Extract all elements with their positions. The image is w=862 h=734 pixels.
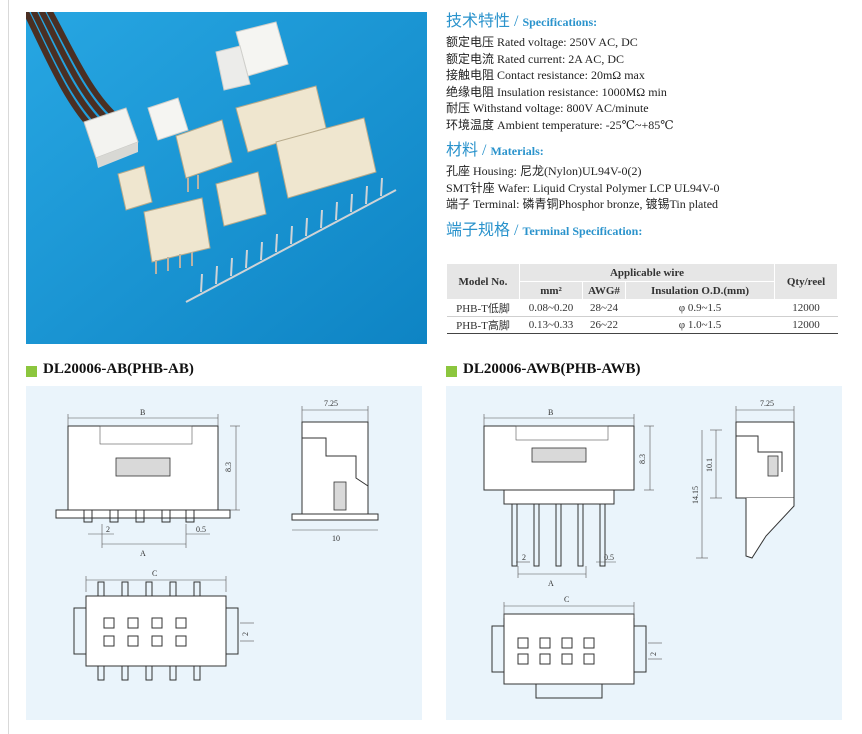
bottom-view: C 2 xyxy=(491,595,662,699)
dim-label: 7.25 xyxy=(760,399,774,408)
right-technical-drawing: B 8.3 A 2 0.5 7.25 10.1 14.15 xyxy=(483,399,795,699)
terminal-heading-cn: 端子规格 / xyxy=(446,221,523,239)
spec-line: 绝缘电阻 Insulation resistance: 1000MΩ min xyxy=(446,84,667,99)
cell-insulation: φ 0.9~1.5 xyxy=(625,299,775,317)
col-awg: AWG# xyxy=(582,281,626,300)
dim-label: 10.1 xyxy=(705,458,714,472)
table-row: PHB-T低脚 0.08~0.20 28~24 φ 0.9~1.5 12000 xyxy=(446,299,838,317)
product-photo-art xyxy=(26,12,427,344)
left-drawing-title: DL20006-AB(PHB-AB) xyxy=(43,361,194,377)
materials-heading-en: Materials: xyxy=(490,144,544,158)
col-qty: Qty/reel xyxy=(774,263,838,300)
spec-heading-en: Specifications: xyxy=(522,15,598,29)
materials-heading-cn: 材料 / xyxy=(446,142,491,159)
dim-label: 2 xyxy=(241,632,250,636)
col-model: Model No. xyxy=(446,263,520,300)
dim-label: 14.15 xyxy=(691,486,700,504)
wafer-pins xyxy=(155,175,199,274)
front-view: B 8.3 A 2 0.5 xyxy=(483,408,654,588)
page-left-rule xyxy=(8,0,9,734)
cell-model: PHB-T高脚 xyxy=(446,316,520,334)
cell-awg: 28~24 xyxy=(582,299,626,317)
dim-label: 2 xyxy=(106,525,110,534)
col-insulation: Insulation O.D.(mm) xyxy=(625,281,775,300)
cell-qty: 12000 xyxy=(774,316,838,334)
material-line: 端子 Terminal: 磷青铜Phosphor bronze, 镀锡Tin p… xyxy=(446,197,719,211)
wafer-group xyxy=(117,85,377,263)
cell-mm2: 0.08~0.20 xyxy=(519,299,583,317)
dim-label: 0.5 xyxy=(196,525,206,534)
dim-label: A xyxy=(548,579,554,588)
dim-label: 10 xyxy=(332,534,340,543)
spec-line: 额定电压 Rated voltage: 250V AC, DC xyxy=(446,35,638,49)
bottom-view: C 2 xyxy=(73,569,254,681)
dim-label: B xyxy=(548,408,553,417)
material-line: 孔座 Housing: 尼龙(Nylon)UL94V-0(2) xyxy=(446,164,642,178)
dim-label: 2 xyxy=(522,553,526,562)
dim-label: 7.25 xyxy=(324,399,338,408)
housing-with-wires xyxy=(83,107,139,168)
spec-heading: 技术特性 / Specifications: xyxy=(446,12,856,32)
table-subheader-row: mm² AWG# Insulation O.D.(mm) xyxy=(447,281,838,300)
cell-model: PHB-T低脚 xyxy=(446,299,520,317)
table-row: PHB-T高脚 0.13~0.33 26~22 φ 1.0~1.5 12000 xyxy=(446,316,838,334)
spec-line: 耐压 Withstand voltage: 800V AC/minute xyxy=(446,101,649,115)
terminal-spec-table: Model No. Applicable wire Qty/reel mm² A… xyxy=(446,263,838,334)
col-applicable: Applicable wire xyxy=(519,263,775,282)
cell-qty: 12000 xyxy=(774,299,838,317)
front-view: B 8.3 A 2 0.5 xyxy=(55,408,240,558)
material-line: SMT针座 Wafer: Liquid Crystal Polymer LCP … xyxy=(446,180,720,195)
spec-block: 技术特性 / Specifications: 额定电压 Rated voltag… xyxy=(446,12,856,243)
terminal-heading: 端子规格 / Terminal Specification: xyxy=(446,221,856,241)
dim-label: C xyxy=(564,595,569,604)
dim-label: C xyxy=(152,569,157,578)
left-drawing-panel: B 8.3 A 2 0.5 7.25 10 xyxy=(26,386,422,720)
dim-label: B xyxy=(140,408,145,417)
table-header-row: Model No. Applicable wire Qty/reel xyxy=(446,263,838,300)
housing-small xyxy=(147,97,189,141)
cell-awg: 26~22 xyxy=(582,316,626,334)
spec-line: 接触电阻 Contact resistance: 20mΩ max xyxy=(446,68,645,82)
terminal-heading-en: Terminal Specification: xyxy=(522,223,643,238)
right-drawing-panel: B 8.3 A 2 0.5 7.25 10.1 14.15 xyxy=(446,386,842,720)
right-drawing-title: DL20006-AWB(PHB-AWB) xyxy=(463,361,641,377)
cell-mm2: 0.13~0.33 xyxy=(519,316,583,334)
terminal-strip xyxy=(185,177,397,303)
green-marker-icon xyxy=(26,366,37,377)
side-view: 7.25 10 xyxy=(291,399,379,543)
product-photo xyxy=(26,12,427,344)
green-marker-icon xyxy=(446,366,457,377)
col-mm2: mm² xyxy=(519,281,583,300)
materials-heading: 材料 / Materials: xyxy=(446,141,856,161)
dim-label: 0.5 xyxy=(604,553,614,562)
left-technical-drawing: B 8.3 A 2 0.5 7.25 10 xyxy=(55,399,379,681)
spec-line: 额定电流 Rated current: 2A AC, DC xyxy=(446,51,624,66)
dim-label: 8.3 xyxy=(224,462,233,472)
dim-label: A xyxy=(140,549,146,558)
side-view: 7.25 10.1 14.15 xyxy=(691,399,795,559)
cell-insulation: φ 1.0~1.5 xyxy=(625,316,775,334)
dim-label: 2 xyxy=(649,652,658,656)
spec-heading-cn: 技术特性 / xyxy=(446,13,523,30)
dim-label: 8.3 xyxy=(638,454,647,464)
spec-line: 环境温度 Ambient temperature: -25℃~+85℃ xyxy=(446,117,674,132)
